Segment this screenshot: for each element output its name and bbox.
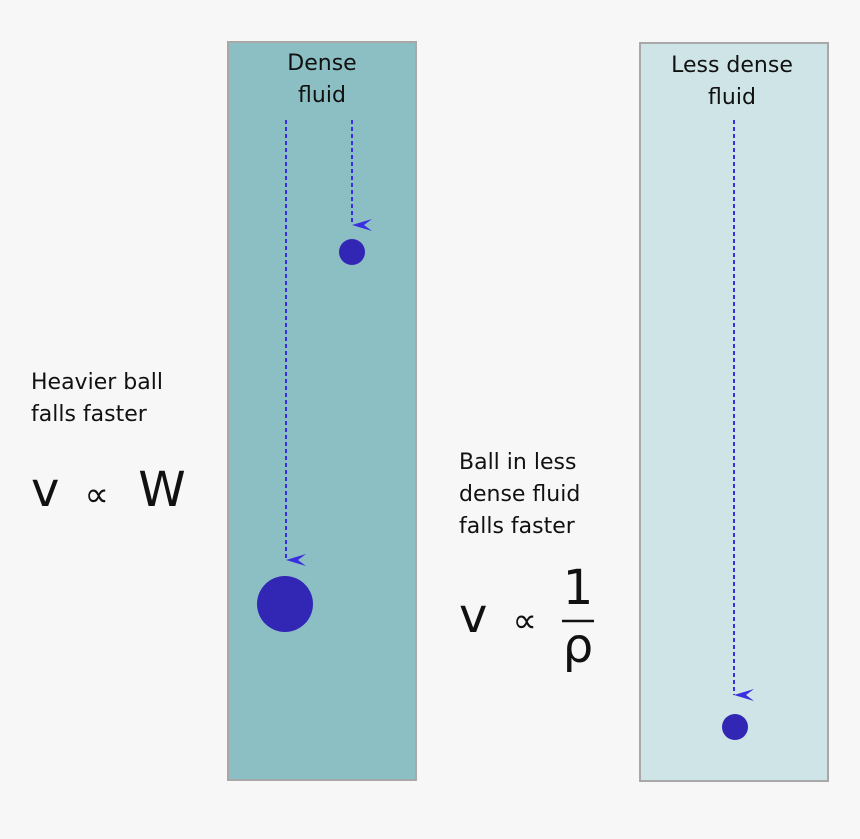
dense-fluid-label: Dense fluid xyxy=(287,51,357,108)
fraction-denominator: ρ xyxy=(562,618,594,674)
light-ball-dense-fluid xyxy=(339,239,365,265)
heavier-ball-note: Heavier ball falls faster xyxy=(31,370,163,427)
less-dense-fluid-label: Less dense fluid xyxy=(671,53,793,110)
heavy-ball xyxy=(257,576,313,632)
ball-less-dense-fluid xyxy=(722,714,748,740)
less-dense-fluid-column xyxy=(639,42,829,782)
weight-proportionality-formula: v ∝ W xyxy=(31,462,186,518)
dense-fluid-column xyxy=(227,41,417,781)
density-proportionality-formula: v ∝ xyxy=(459,588,537,644)
less-dense-note: Ball in less dense fluid falls faster xyxy=(459,450,581,539)
fraction-numerator: 1 xyxy=(562,560,594,616)
